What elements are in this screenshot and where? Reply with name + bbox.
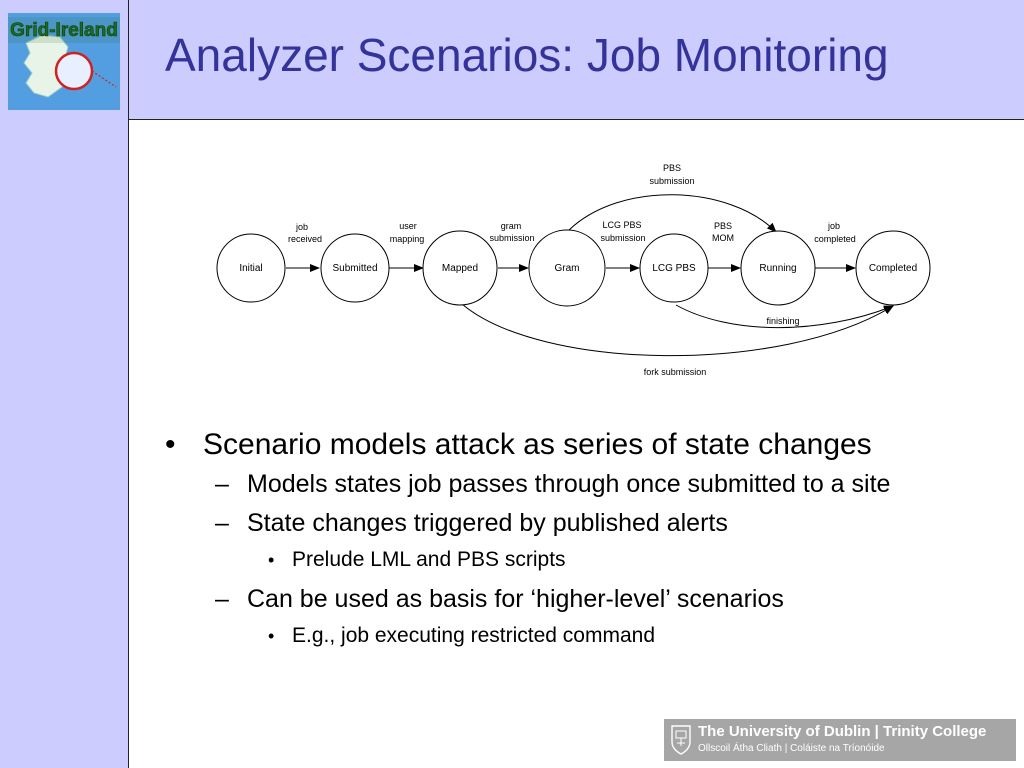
bullet-level2: – State changes triggered by published a… xyxy=(165,508,1005,538)
svg-text:Submitted: Submitted xyxy=(332,263,377,274)
grid-ireland-logo: Grid-Ireland xyxy=(8,13,120,110)
state-initial: Initial xyxy=(216,233,286,303)
edge-label-lcg-pbs-submission: LCG PBS submission xyxy=(600,220,645,243)
left-sidebar-band xyxy=(0,0,129,768)
svg-text:Initial: Initial xyxy=(239,263,262,274)
svg-text:received: received xyxy=(288,234,322,244)
bullet-text: Models states job passes through once su… xyxy=(247,470,891,498)
bullet-marker: • xyxy=(165,428,176,461)
edge-label-pbs-mom: PBS MOM xyxy=(712,221,734,243)
bullet-text: Can be used as basis for ‘higher-level’ … xyxy=(247,585,784,613)
bullet-level3: • E.g., job executing restricted command xyxy=(165,623,1005,649)
edge-label-finishing: finishing xyxy=(766,316,799,326)
edge-label-job-received: job received xyxy=(288,222,322,244)
bullet-marker: • xyxy=(268,626,275,646)
state-completed: Completed xyxy=(855,230,931,306)
svg-text:LCG PBS: LCG PBS xyxy=(602,220,641,230)
svg-text:submission: submission xyxy=(649,176,694,186)
state-mapped: Mapped xyxy=(422,230,498,306)
bullet-marker: – xyxy=(215,509,229,537)
bullet-marker: – xyxy=(215,585,229,613)
svg-text:PBS: PBS xyxy=(714,221,732,231)
bullet-level1: • Scenario models attack as series of st… xyxy=(165,425,1005,465)
bullet-text: Prelude LML and PBS scripts xyxy=(292,548,566,571)
edge-label-gram-submission: gram submission xyxy=(489,221,534,243)
bullet-marker: – xyxy=(215,470,229,498)
trinity-crest-icon xyxy=(671,725,691,755)
edge-label-job-completed: job completed xyxy=(814,221,856,244)
state-running: Running xyxy=(740,230,816,306)
bullet-level2: – Models states job passes through once … xyxy=(165,469,1005,499)
state-submitted: Submitted xyxy=(320,233,390,303)
state-gram: Gram xyxy=(528,229,606,307)
globe-circle-icon xyxy=(54,51,94,91)
bullet-list: • Scenario models attack as series of st… xyxy=(165,425,1005,660)
svg-text:completed: completed xyxy=(814,234,856,244)
svg-text:Completed: Completed xyxy=(869,263,917,274)
bullet-text: Scenario models attack as series of stat… xyxy=(203,428,872,461)
svg-text:PBS: PBS xyxy=(663,163,681,173)
svg-text:submission: submission xyxy=(600,233,645,243)
edge-label-fork-submission: fork submission xyxy=(644,367,707,377)
edge-label-user-mapping: user mapping xyxy=(390,221,425,244)
university-footer-logo: The University of Dublin | Trinity Colle… xyxy=(664,719,1016,761)
logo-wordmark: Grid-Ireland xyxy=(10,20,118,41)
bullet-level3: • Prelude LML and PBS scripts xyxy=(165,547,1005,573)
svg-text:gram: gram xyxy=(501,221,522,231)
slide-title: Analyzer Scenarios: Job Monitoring xyxy=(165,29,889,81)
svg-text:job: job xyxy=(827,221,840,231)
svg-text:LCG PBS: LCG PBS xyxy=(652,263,696,274)
state-diagram: Initial Submitted Mapped Gram LCG PBS Ru… xyxy=(216,163,931,377)
svg-text:submission: submission xyxy=(489,233,534,243)
title-band xyxy=(0,0,1024,120)
svg-text:job: job xyxy=(295,222,308,232)
state-lcg-pbs: LCG PBS xyxy=(639,233,709,303)
svg-text:Gram: Gram xyxy=(555,263,580,274)
bullet-text: State changes triggered by published ale… xyxy=(247,509,728,537)
footer-irish-name: Ollscoil Átha Cliath | Coláiste na Tríon… xyxy=(698,743,885,754)
svg-text:mapping: mapping xyxy=(390,234,425,244)
footer-university-name: The University of Dublin | Trinity Colle… xyxy=(698,723,987,740)
edge-label-pbs-submission: PBS submission xyxy=(649,163,694,186)
bullet-marker: • xyxy=(268,550,275,570)
svg-text:user: user xyxy=(399,221,417,231)
svg-text:Running: Running xyxy=(759,263,796,274)
svg-text:Mapped: Mapped xyxy=(442,263,478,274)
svg-text:MOM: MOM xyxy=(712,233,734,243)
bullet-level2: – Can be used as basis for ‘higher-level… xyxy=(165,584,1005,614)
bullet-text: E.g., job executing restricted command xyxy=(292,624,656,647)
